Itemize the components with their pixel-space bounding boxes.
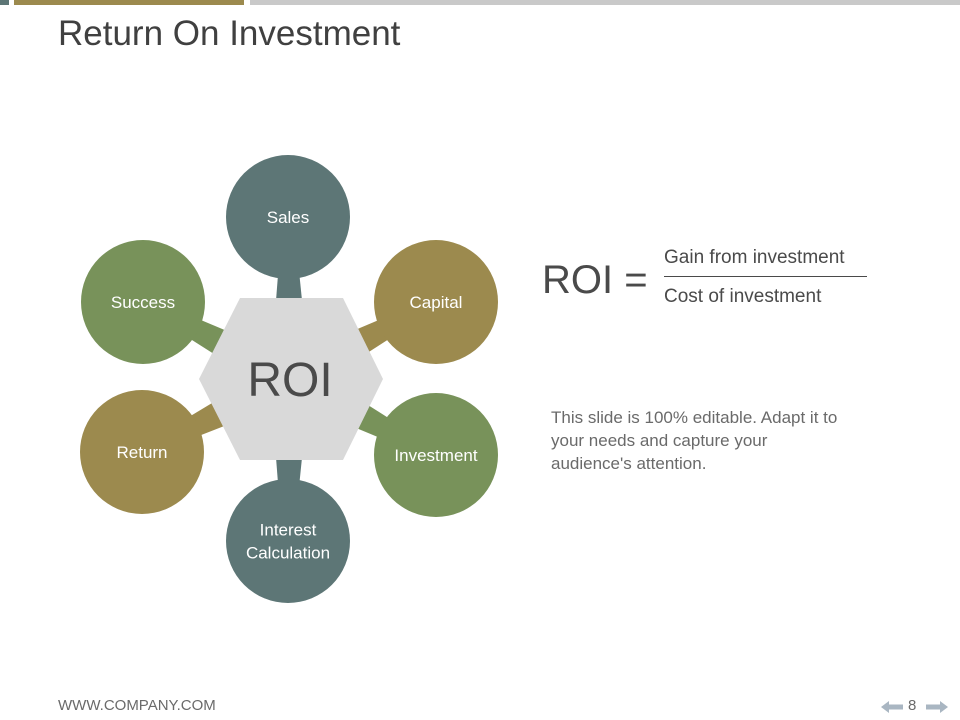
node-circle (226, 479, 350, 603)
page-number: 8 (908, 697, 917, 714)
node-label: Investment (394, 446, 477, 465)
node-circle (80, 390, 204, 514)
center-hexagon (199, 298, 383, 460)
formula-denominator: Cost of investment (664, 286, 822, 307)
node-label: Return (116, 443, 167, 462)
description-text: This slide is 100% editable. Adapt it to… (551, 408, 838, 473)
node-circle (374, 393, 498, 517)
top-accent-bar-1 (0, 0, 9, 5)
formula-lhs: ROI = (542, 258, 648, 302)
top-accent-bar-2 (14, 0, 244, 5)
node-circle (374, 240, 498, 364)
node-circle (81, 240, 205, 364)
top-accent-bar-3 (250, 0, 960, 5)
footer-url: WWW.COMPANY.COM (58, 697, 216, 714)
node-circle (226, 155, 350, 279)
arrow-right-icon[interactable] (926, 701, 948, 713)
arrow-left-icon[interactable] (881, 701, 903, 713)
formula-numerator: Gain from investment (664, 247, 845, 268)
node-label: Calculation (246, 544, 330, 563)
slide-title: Return On Investment (58, 14, 401, 53)
center-label: ROI (247, 354, 332, 407)
fraction-line (664, 276, 867, 277)
node-label: Success (111, 293, 175, 312)
node-label: Capital (410, 293, 463, 312)
node-label: Interest (260, 521, 317, 540)
node-label: Sales (267, 208, 310, 227)
